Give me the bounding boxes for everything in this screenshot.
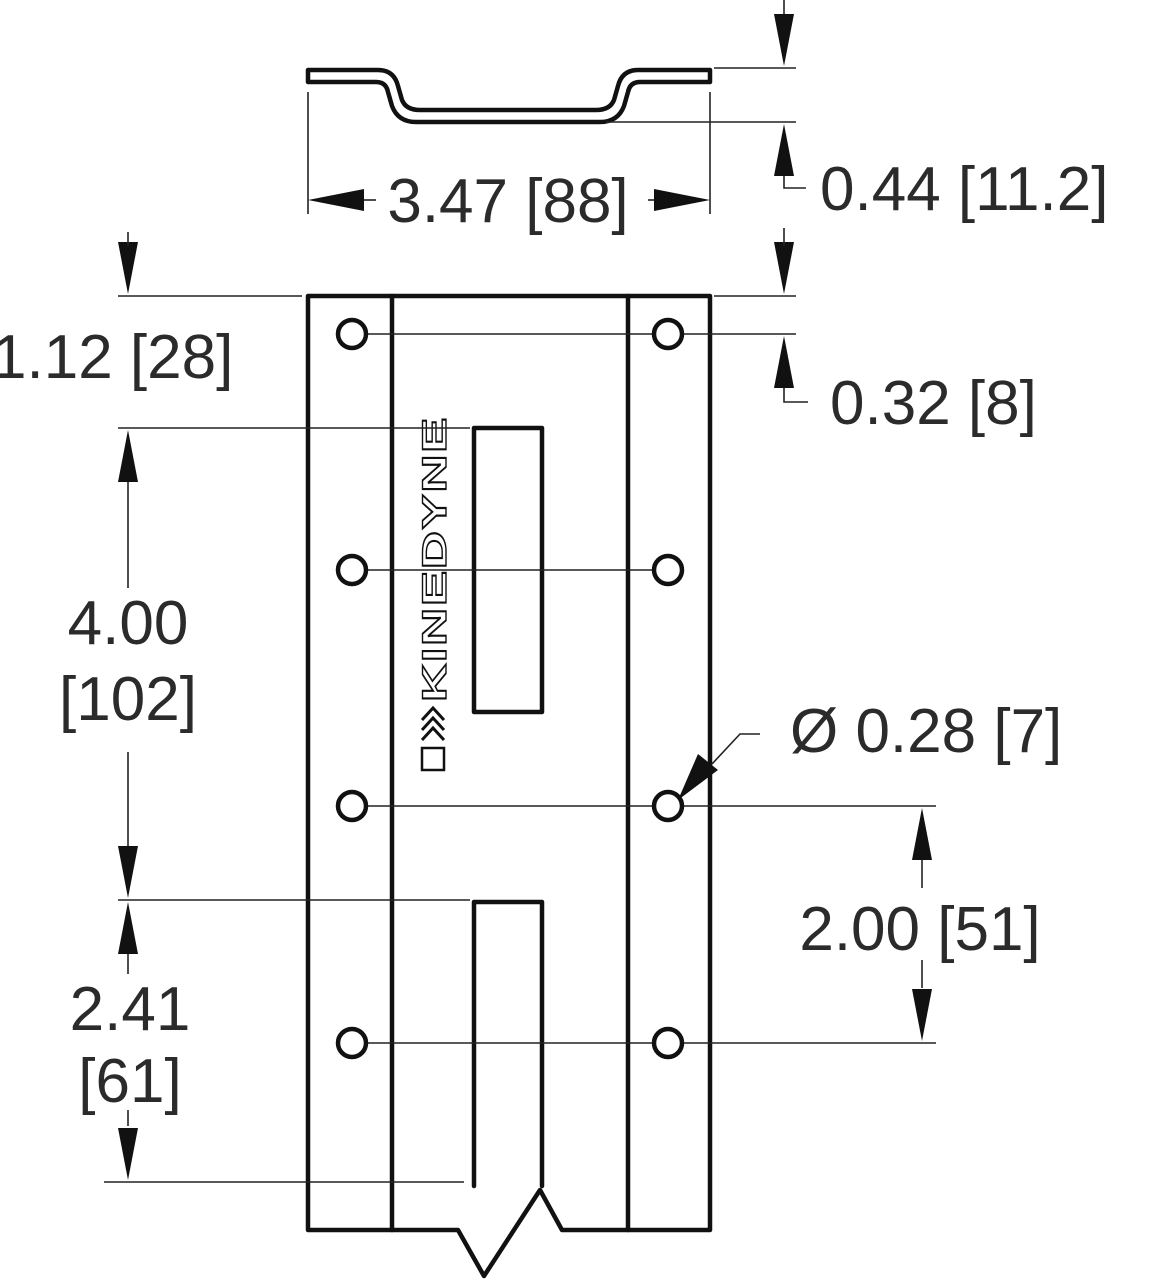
hole-spacing-label: 2.00 [51] [799, 895, 1040, 964]
profile-outline [305, 67, 713, 125]
edge-to-hole-label: 0.32 [8] [830, 369, 1037, 438]
kinedyne-logo: KINEDYNE [415, 415, 455, 772]
lower-slot [471, 899, 545, 1189]
hole-diameter-label: Ø 0.28 [7] [790, 697, 1062, 766]
slot-to-bottom-dimension: 2.41 [61] [70, 902, 464, 1183]
hole-2-left [335, 553, 369, 587]
top-to-slot-dimension: 1.12 [28] [0, 228, 796, 392]
logo-text: KINEDYNE [416, 416, 454, 702]
side-profile [305, 67, 713, 125]
plate-outline [305, 293, 713, 1279]
slot-spacing-dimension: 4.00 [102] [59, 427, 470, 901]
slot-to-bottom-label-line1: 2.41 [70, 975, 191, 1044]
hole-1-left [335, 317, 369, 351]
slot-spacing-label-line2: [102] [59, 665, 197, 734]
plate-front-view: KINEDYNE [305, 293, 936, 1279]
depth-dimension: 0.44 [11.2] [606, 0, 1108, 224]
hole-2-right [651, 553, 685, 587]
depth-label: 0.44 [11.2] [820, 155, 1108, 224]
hole-spacing-dimension: 2.00 [51] [799, 808, 1041, 1041]
width-dimension: 3.47 [88] [307, 92, 711, 236]
slot-to-bottom-label-line2: [61] [78, 1047, 181, 1116]
width-label: 3.47 [88] [387, 167, 628, 236]
hole-4-left [335, 1026, 369, 1060]
slot-spacing-label-line1: 4.00 [68, 589, 189, 658]
hole-3-right [651, 789, 685, 823]
arrow-left [308, 189, 364, 211]
hole-4-right [651, 1026, 685, 1060]
edge-to-hole-dimension: 0.32 [8] [774, 336, 1037, 438]
arrow-up [774, 124, 794, 176]
top-to-slot-label: 1.12 [28] [0, 323, 233, 392]
hole-3-left [335, 789, 369, 823]
hole-diameter-callout: Ø 0.28 [7] [678, 697, 1062, 800]
hole-1-right [651, 317, 685, 351]
arrow-right [654, 189, 710, 211]
arrow-down [774, 14, 794, 66]
